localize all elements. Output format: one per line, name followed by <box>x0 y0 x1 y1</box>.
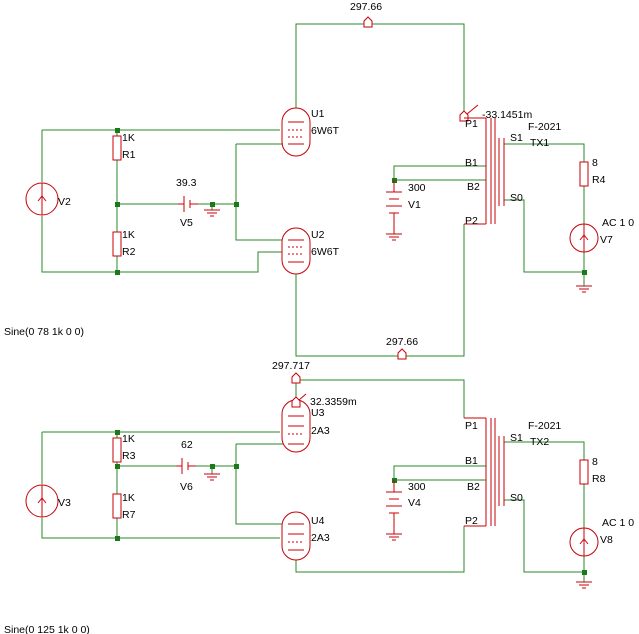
u1-ref: U1 <box>311 108 325 120</box>
u3-type: 2A3 <box>311 425 330 437</box>
v3-sine-source[interactable] <box>25 484 59 518</box>
v4-ref: V4 <box>408 497 421 509</box>
tx2-pin-b2: B2 <box>467 481 480 493</box>
r1-ref: R1 <box>122 149 136 161</box>
v8-value: AC 1 0 <box>602 517 634 529</box>
probe-p1-value: -33.1451m <box>482 109 532 121</box>
v5-value: 39.3 <box>176 177 197 189</box>
r3-value: 1K <box>122 433 135 445</box>
r2-resistor[interactable] <box>112 231 122 257</box>
probe-bottom-value: 297.66 <box>386 336 418 348</box>
v5-bias-battery[interactable] <box>178 196 198 212</box>
tx1-pin-p2: P2 <box>465 215 478 227</box>
tx2-ref: TX2 <box>530 436 549 448</box>
v1-value: 300 <box>408 182 426 194</box>
v5-ref: V5 <box>180 217 193 229</box>
probe-marker-icon[interactable] <box>291 396 301 408</box>
r4-value: 8 <box>592 157 598 169</box>
probe-marker-icon[interactable] <box>363 16 373 28</box>
r8-resistor[interactable] <box>579 459 589 485</box>
ground-icon <box>576 581 592 589</box>
v6-bias-battery[interactable] <box>176 458 196 474</box>
probe-marker-icon[interactable] <box>397 348 407 360</box>
circuit-2-wires <box>41 379 585 582</box>
u4-type: 2A3 <box>311 532 330 544</box>
v7-ac-source[interactable] <box>569 223 599 253</box>
r3-resistor[interactable] <box>112 437 122 463</box>
r1-resistor[interactable] <box>112 135 122 161</box>
v6-ref: V6 <box>180 481 193 493</box>
v2-spec-label: Sine(0 78 1k 0 0) <box>4 326 84 338</box>
circuit-1: V2 Sine(0 78 1k 0 0) 1K R1 1K R2 39.3 V5 <box>4 1 634 360</box>
tx1-transformer[interactable] <box>464 117 505 225</box>
u2-ref: U2 <box>311 229 325 241</box>
r8-value: 8 <box>592 456 598 468</box>
r7-value: 1K <box>122 492 135 504</box>
tx2-transformer[interactable] <box>464 417 505 527</box>
v7-ref: V7 <box>600 234 613 246</box>
r4-resistor[interactable] <box>579 161 589 187</box>
tx2-pin-p1: P1 <box>465 420 478 432</box>
tx2-pin-s0: S0 <box>510 492 523 504</box>
circuit-1-wires <box>41 23 585 357</box>
tx2-model: F-2021 <box>528 420 561 432</box>
r2-ref: R2 <box>122 246 136 258</box>
probe-pointer <box>466 104 479 115</box>
u3-tube[interactable] <box>281 399 311 453</box>
u2-tube[interactable] <box>281 227 311 275</box>
r4-ref: R4 <box>592 174 606 186</box>
r7-resistor[interactable] <box>112 493 122 519</box>
v6-value: 62 <box>181 439 193 451</box>
tx1-pin-p1: P1 <box>465 118 478 130</box>
tx1-ref: TX1 <box>530 137 549 149</box>
u4-ref: U4 <box>311 515 325 527</box>
v8-ac-source[interactable] <box>569 527 599 557</box>
v3-spec-label: Sine(0 125 1k 0 0) <box>4 624 90 634</box>
v3-ref-label: V3 <box>58 497 71 509</box>
v2-ref-label: V2 <box>58 196 71 208</box>
probe-top-value: 297.717 <box>272 360 310 372</box>
tx1-model: F-2021 <box>528 121 561 133</box>
v2-sine-source[interactable] <box>25 182 59 216</box>
v4-supply-battery[interactable] <box>386 480 402 534</box>
probe-pointer <box>298 393 307 401</box>
tx1-pin-s1: S1 <box>510 132 523 144</box>
u1-type: 6W6T <box>311 125 340 137</box>
v1-supply-battery[interactable] <box>386 180 402 234</box>
r2-value: 1K <box>122 229 135 241</box>
tx1-pin-b1: B1 <box>465 157 478 169</box>
r1-value: 1K <box>122 132 135 144</box>
tx1-pin-b2: B2 <box>467 181 480 193</box>
circuit-2: V3 Sine(0 125 1k 0 0) 1K R3 1K R7 62 V6 <box>4 360 634 634</box>
r7-ref: R7 <box>122 509 136 521</box>
v1-ref: V1 <box>408 199 421 211</box>
r8-ref: R8 <box>592 473 606 485</box>
tx1-pin-s0: S0 <box>510 192 523 204</box>
u3-ref: U3 <box>311 407 325 419</box>
ground-icon <box>386 233 402 241</box>
u2-type: 6W6T <box>311 246 340 258</box>
ground-icon <box>576 285 592 293</box>
v8-ref: V8 <box>600 534 613 546</box>
probe-bottom-value: 32.3359m <box>310 396 357 408</box>
v4-value: 300 <box>408 481 426 493</box>
ground-icon <box>204 209 220 217</box>
probe-marker-icon[interactable] <box>291 372 301 384</box>
tx2-pin-b1: B1 <box>465 455 478 467</box>
u4-tube[interactable] <box>281 511 311 561</box>
ground-icon <box>204 473 220 481</box>
tx2-pin-p2: P2 <box>465 515 478 527</box>
v7-value: AC 1 0 <box>602 217 634 229</box>
r3-ref: R3 <box>122 450 136 462</box>
ground-icon <box>386 533 402 541</box>
u1-tube[interactable] <box>281 107 311 157</box>
tx2-pin-s1: S1 <box>510 432 523 444</box>
probe-top-value: 297.66 <box>350 1 382 13</box>
